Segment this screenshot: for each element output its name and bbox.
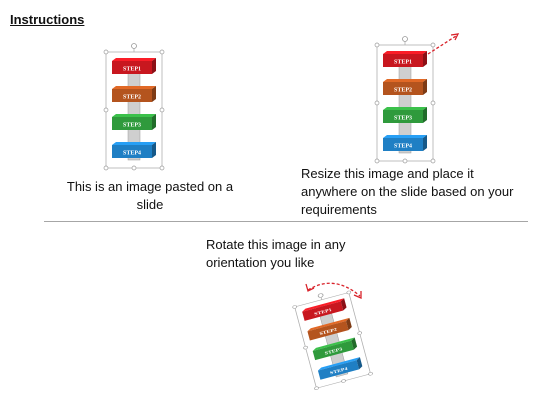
caption-resize: Resize this image and place it anywhere …: [301, 166, 514, 217]
step-label: STEP1: [394, 60, 412, 66]
step-block: STEP4: [317, 357, 363, 380]
step-label: STEP3: [324, 347, 343, 357]
step-block: STEP4: [383, 135, 427, 151]
step-label: STEP1: [314, 308, 333, 318]
resize-arrow-icon: [427, 33, 460, 55]
resize-handle-icon[interactable]: [374, 42, 380, 48]
step-label: STEP3: [123, 123, 141, 129]
resize-handle-icon[interactable]: [368, 372, 373, 376]
page-title: Instructions: [10, 12, 85, 27]
step-block: STEP3: [112, 114, 156, 130]
step-label: STEP4: [394, 144, 412, 150]
resize-handle-icon[interactable]: [159, 49, 165, 55]
resize-handle-icon[interactable]: [103, 49, 109, 55]
resize-handle-icon[interactable]: [159, 107, 165, 113]
step-block: STEP1: [302, 298, 347, 321]
caption-rotate: Rotate this image in any orientation you…: [206, 237, 346, 270]
resize-handle-icon[interactable]: [430, 158, 436, 164]
rotation-handle-icon[interactable]: [131, 43, 137, 49]
resize-handle-icon[interactable]: [314, 386, 319, 391]
step-block: STEP1: [383, 51, 427, 67]
step-block: STEP3: [383, 107, 427, 123]
resize-handle-icon[interactable]: [374, 158, 380, 164]
resize-handle-icon[interactable]: [103, 107, 109, 113]
resize-handle-icon[interactable]: [131, 165, 137, 171]
step-label: STEP2: [394, 88, 412, 94]
step-label: STEP1: [123, 67, 141, 73]
step-block: STEP2: [307, 317, 352, 341]
rotate-arrow-icon: [305, 282, 362, 299]
rotation-handle-icon[interactable]: [402, 36, 408, 42]
step-label: STEP2: [319, 327, 338, 337]
step-label: STEP3: [394, 116, 412, 122]
step-label: STEP4: [123, 151, 141, 157]
resize-handle-icon[interactable]: [430, 100, 436, 106]
resize-handle-icon[interactable]: [341, 379, 346, 383]
resize-handle-icon[interactable]: [303, 345, 308, 350]
step-block: STEP3: [312, 337, 358, 361]
caption-pasted: This is an image pasted on a slide: [66, 179, 234, 212]
step-block: STEP4: [112, 142, 156, 158]
resize-handle-icon[interactable]: [346, 290, 352, 295]
step-label: STEP2: [123, 95, 141, 101]
step-block: STEP2: [112, 86, 156, 102]
resize-handle-icon[interactable]: [374, 100, 380, 106]
step-block: STEP1: [112, 58, 156, 74]
resize-handle-icon[interactable]: [159, 165, 165, 171]
section-divider: [44, 221, 528, 222]
step-block: STEP2: [383, 79, 427, 95]
rotation-handle-icon[interactable]: [317, 293, 324, 298]
resize-handle-icon[interactable]: [402, 158, 408, 164]
resize-handle-icon[interactable]: [292, 305, 298, 309]
resize-handle-icon[interactable]: [430, 42, 436, 48]
resize-handle-icon[interactable]: [357, 331, 362, 335]
step-label: STEP4: [330, 366, 349, 376]
resize-handle-icon[interactable]: [103, 165, 109, 171]
